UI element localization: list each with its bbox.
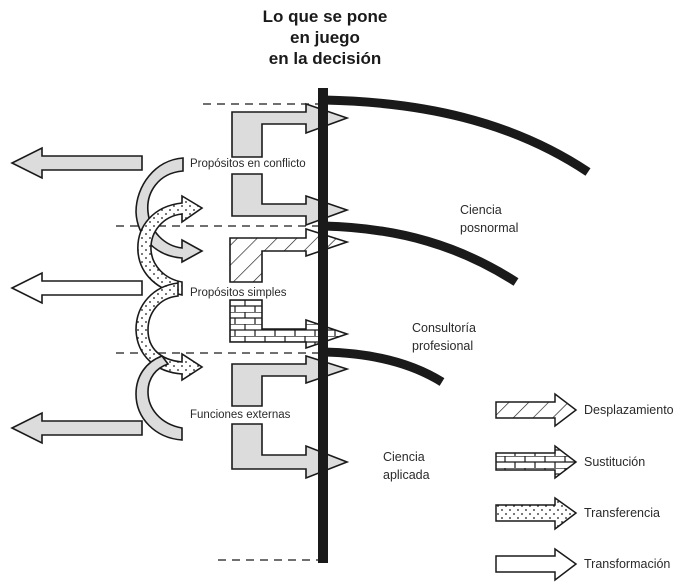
title-line-1: Lo que se pone (262, 7, 388, 26)
zone-applied-science: Ciencia aplicada (383, 448, 430, 484)
diagram-title: Lo que se pone en juego en la decisión (200, 6, 450, 69)
title-line-2: en juego (290, 28, 360, 47)
zone-professional-consultancy: Consultoría profesional (412, 319, 476, 355)
l-arrow-conflict-upper (231, 102, 350, 158)
legend-label-transformation: Transformación (584, 557, 671, 571)
zone-line: Consultoría (412, 321, 476, 335)
zone-line: Ciencia (460, 203, 502, 217)
legend-label-transfer: Transferencia (584, 506, 660, 520)
curved-arrow-gray-bottom (135, 355, 183, 441)
l-arrow-external-upper (231, 354, 350, 407)
zone-line: profesional (412, 339, 474, 353)
legend-arrow-brick (495, 444, 578, 480)
l-arrow-hatch (229, 227, 350, 283)
label-conflicting-purposes: Propósitos en conflicto (190, 158, 306, 170)
l-arrow-conflict-lower (231, 173, 350, 227)
arc-posnormal-bottom (323, 221, 519, 286)
decision-axis-bar (318, 88, 328, 563)
legend-label-displacement: Desplazamiento (584, 403, 674, 417)
left-arrow-transformation-top (10, 146, 143, 180)
zone-posnormal-science: Ciencia posnormal (460, 201, 518, 237)
legend-label-substitution: Sustitución (584, 455, 646, 469)
l-arrow-external-lower (231, 423, 350, 480)
l-arrow-brick (229, 299, 350, 350)
legend-arrow-blank (495, 547, 578, 582)
left-arrow-transformation-bottom (10, 411, 143, 445)
legend-arrow-dots (495, 496, 578, 531)
left-arrow-transformation-middle (10, 271, 143, 305)
zone-line: Ciencia (383, 450, 425, 464)
curved-arrow-dotted-top (137, 194, 204, 296)
title-line-3: en la decisión (268, 49, 382, 68)
zone-line: posnormal (460, 221, 519, 235)
arc-posnormal-top (323, 95, 591, 176)
label-external-functions: Funciones externas (190, 409, 291, 421)
label-simple-purposes: Propósitos simples (190, 287, 287, 299)
zone-line: aplicada (383, 468, 430, 482)
legend-arrow-hatch (495, 392, 578, 428)
arc-consultancy (323, 347, 445, 386)
curved-arrow-dotted-bottom (135, 282, 204, 382)
